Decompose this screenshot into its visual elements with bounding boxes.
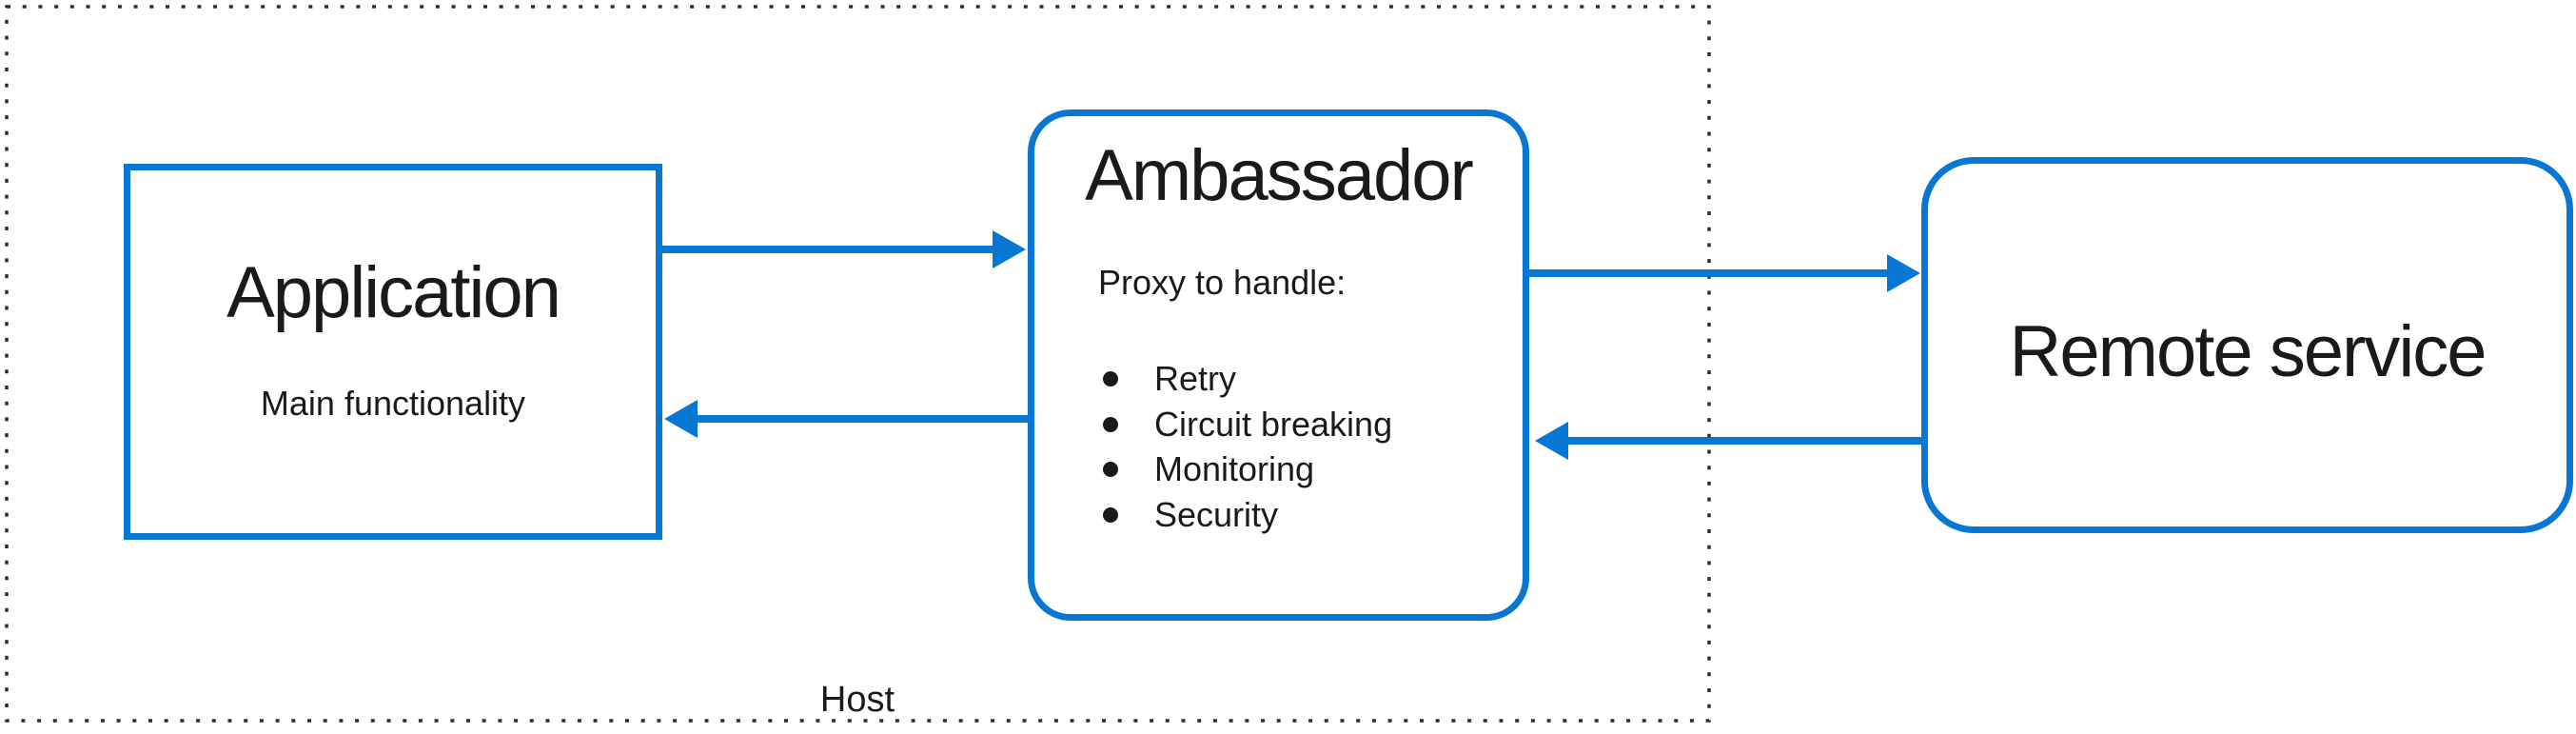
arrow-ambassador-to-application xyxy=(664,400,1028,438)
arrowhead-left-icon xyxy=(664,400,698,438)
arrow-remote-service-to-ambassador xyxy=(1535,422,1921,460)
remote-service-title: Remote service xyxy=(2009,311,2488,392)
arrowhead-right-icon xyxy=(993,230,1026,268)
arrowhead-left-icon xyxy=(1535,422,1568,460)
capability-item-security: Security xyxy=(1034,492,1523,538)
capability-item-monitoring: Monitoring xyxy=(1034,446,1523,492)
application-subtitle: Main functionality xyxy=(260,384,526,423)
host-label: Host xyxy=(819,680,895,720)
ambassador-capability-list: Retry Circuit breaking Monitoring Securi… xyxy=(1034,356,1523,537)
application-node: Application Main functionality xyxy=(124,164,662,540)
capability-item-circuit-breaking: Circuit breaking xyxy=(1034,402,1523,447)
application-title: Application xyxy=(226,252,561,333)
remote-service-node: Remote service xyxy=(1921,157,2573,533)
arrow-ambassador-to-remote-service xyxy=(1529,254,1920,292)
arrow-application-to-ambassador xyxy=(662,230,1026,268)
arrowhead-right-icon xyxy=(1887,254,1920,292)
ambassador-title: Ambassador xyxy=(1085,135,1474,216)
ambassador-intro: Proxy to handle: xyxy=(1098,263,1347,302)
ambassador-node: Ambassador Proxy to handle: Retry Circui… xyxy=(1028,109,1529,621)
capability-item-retry: Retry xyxy=(1034,356,1523,402)
